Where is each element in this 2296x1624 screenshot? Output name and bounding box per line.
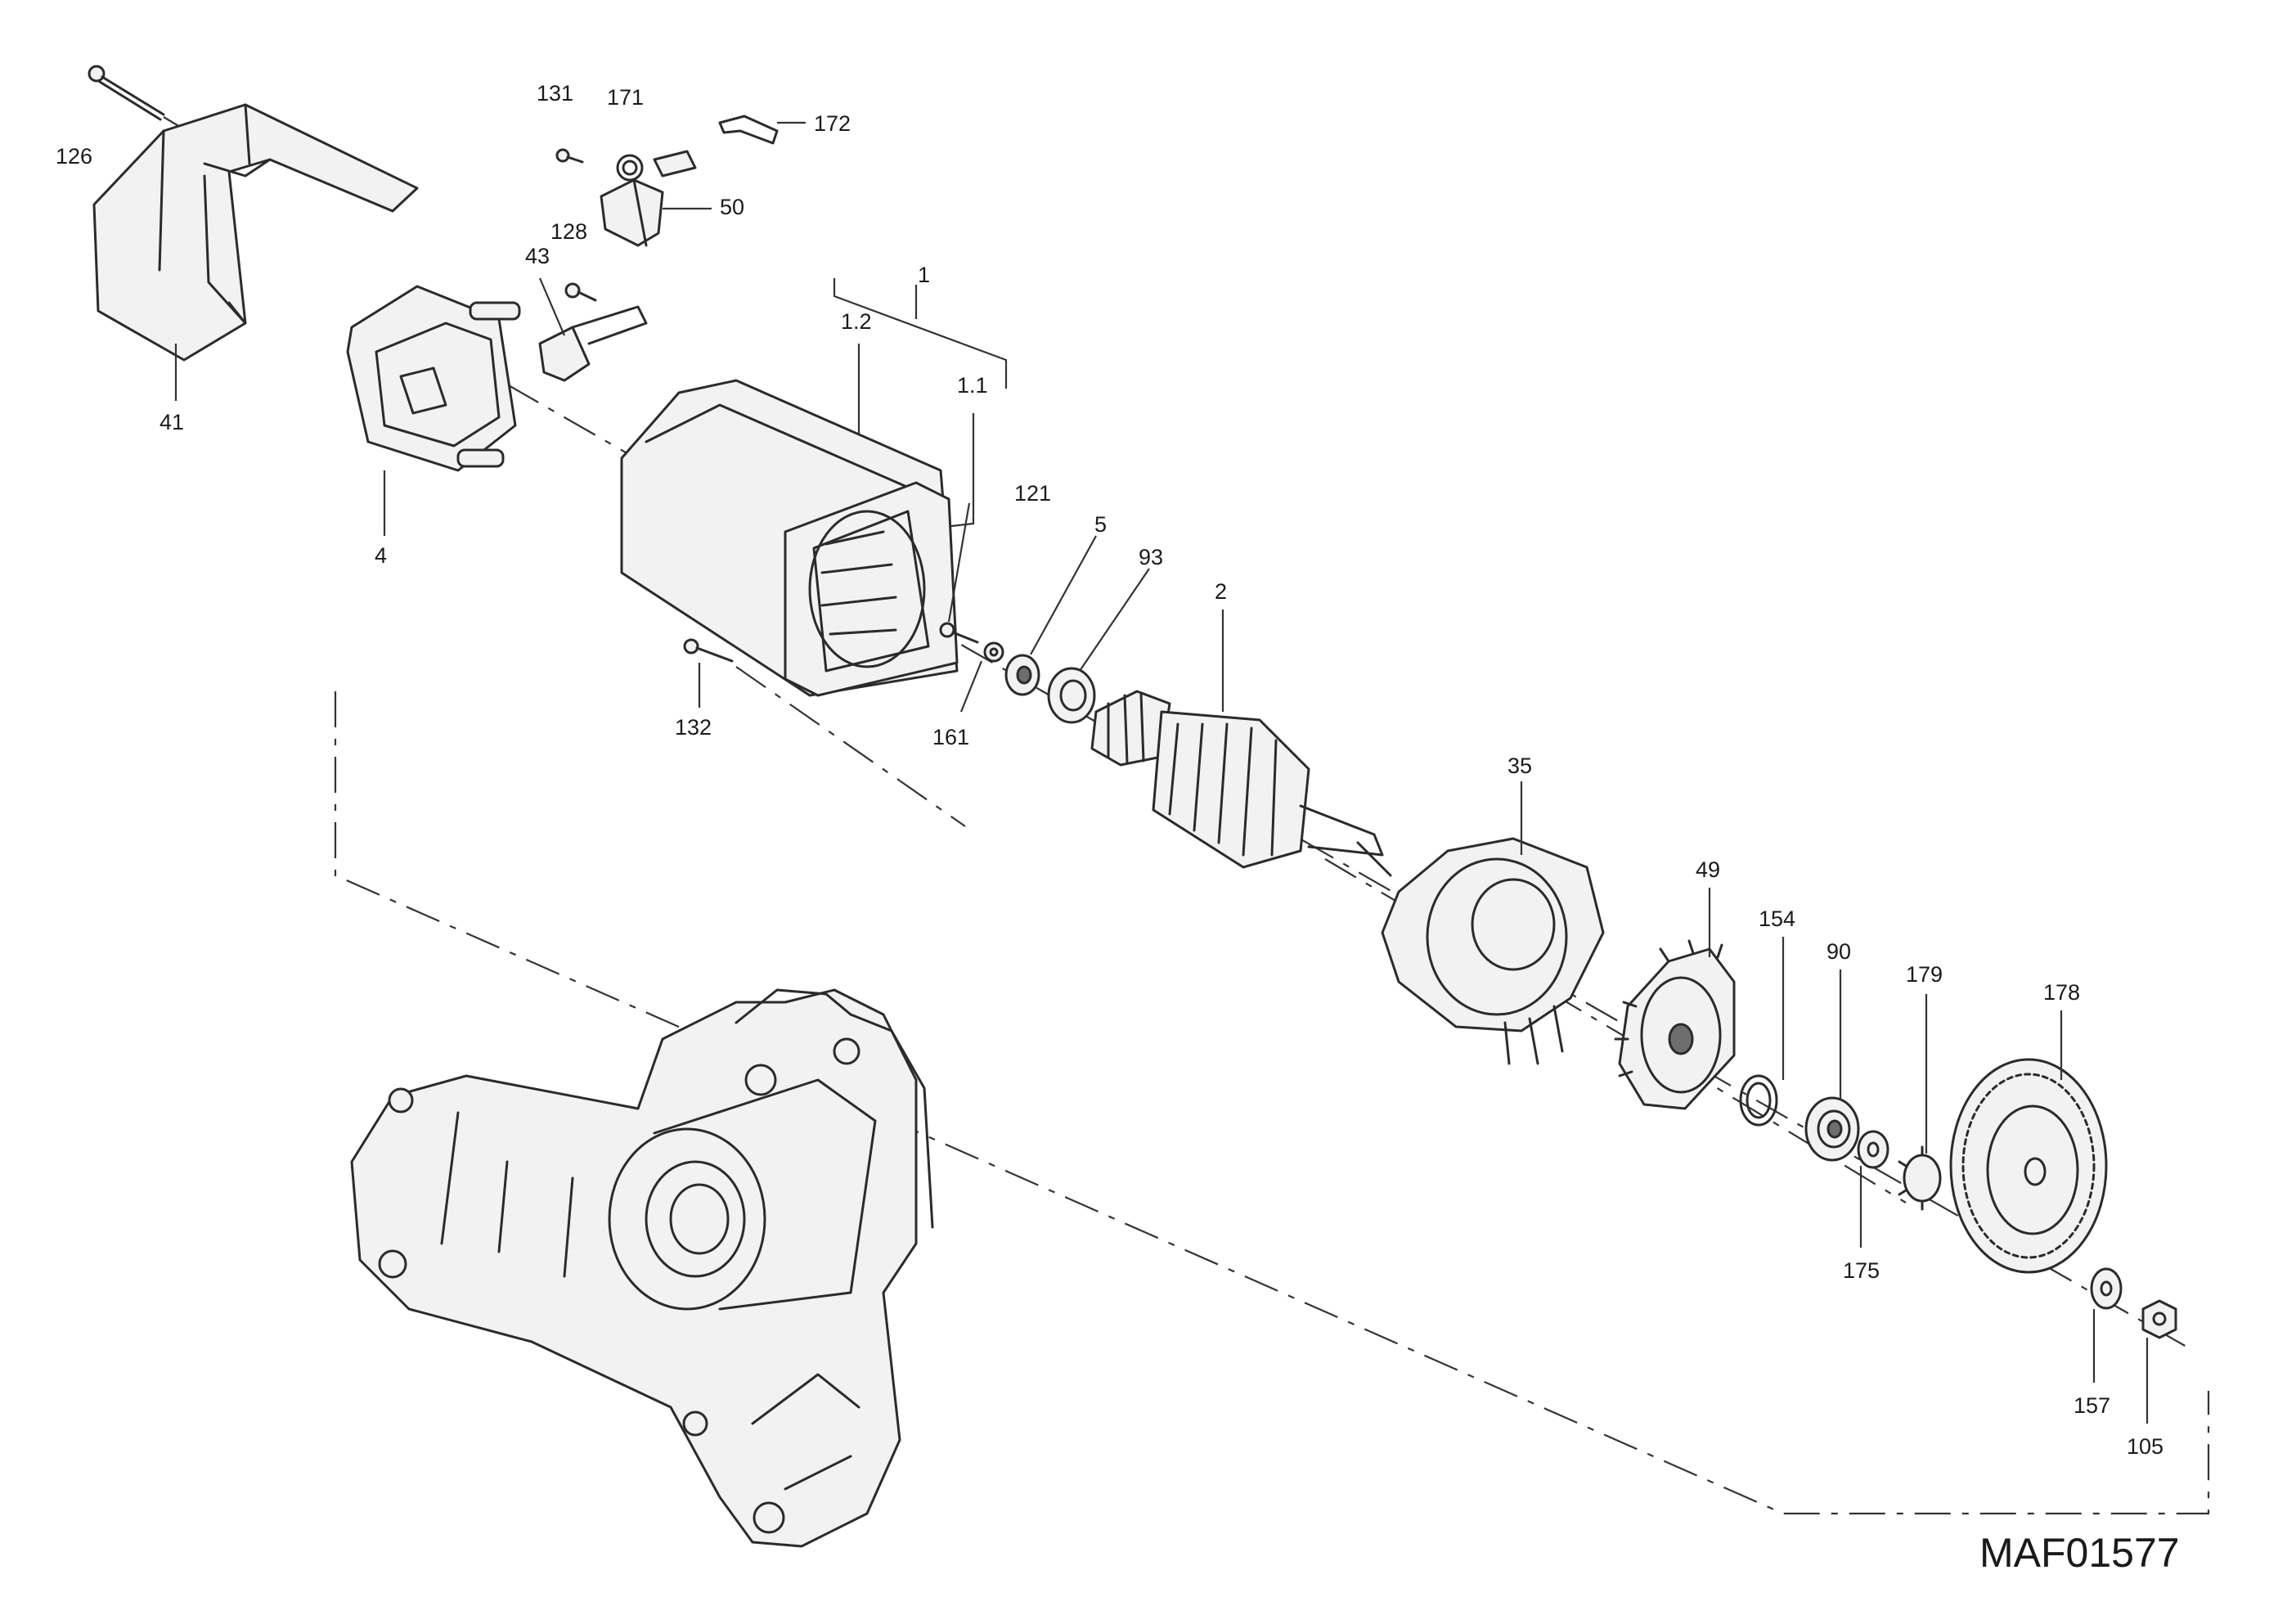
part-175-washer (1857, 1130, 1889, 1248)
callout-154: 154 (1759, 906, 1795, 931)
part-35-baffle-plate (1381, 781, 1605, 1065)
callout-132: 132 (675, 715, 712, 740)
callout-179: 179 (1906, 962, 1943, 987)
part-154-retaining-ring (1739, 937, 1785, 1127)
callout-161: 161 (932, 725, 969, 749)
carbon-brush (653, 150, 697, 178)
callout-2: 2 (1215, 579, 1227, 604)
callout-1-2: 1.2 (841, 309, 872, 334)
callout-126: 126 (56, 144, 92, 169)
part-5-bushing (1004, 535, 1097, 696)
callout-5: 5 (1094, 512, 1107, 537)
part-128-screw (564, 282, 597, 302)
callout-128: 128 (550, 219, 587, 244)
callout-50: 50 (720, 195, 744, 219)
callout-93: 93 (1139, 545, 1163, 569)
part-93-ball-bearing (1047, 568, 1150, 724)
callout-labels: 126 41 4 43 128 131 171 172 50 1 1.2 1.1… (56, 81, 2163, 1459)
part-172-plate (718, 115, 806, 145)
part-131-screw (555, 148, 584, 164)
part-4-switch (346, 285, 521, 536)
part-126-screw (88, 65, 181, 128)
part-50-carbon-brush-holder (600, 178, 712, 247)
callout-41: 41 (160, 410, 184, 434)
callout-1: 1 (918, 263, 930, 287)
callout-90: 90 (1826, 939, 1851, 964)
drawing-code: MAF01577 (1979, 1530, 2180, 1576)
callout-49: 49 (1696, 857, 1720, 882)
callout-1-1: 1.1 (957, 373, 988, 398)
part-1-1-field-coil (808, 510, 926, 668)
part-90-ball-bearing (1804, 969, 1860, 1162)
callout-178: 178 (2043, 980, 2080, 1005)
callout-175: 175 (1843, 1258, 1880, 1283)
part-179-pinion-gear (1898, 994, 1942, 1211)
callout-43: 43 (525, 244, 550, 268)
callout-171: 171 (607, 85, 644, 110)
part-132-screw (683, 638, 734, 708)
callout-172: 172 (814, 111, 851, 136)
callout-157: 157 (2074, 1393, 2110, 1418)
part-1-2-field-housing (620, 379, 959, 697)
part-41-cover (92, 103, 419, 401)
callout-35: 35 (1507, 754, 1532, 778)
part-2-armature (1090, 610, 1392, 877)
part-161-washer (959, 641, 1004, 713)
part-178-bevel-gear (1949, 1010, 2108, 1274)
part-157-washer (2090, 1267, 2123, 1383)
part-105-nut (2141, 1299, 2177, 1424)
callout-131: 131 (537, 81, 573, 106)
callout-4: 4 (375, 543, 387, 568)
gear-housing (350, 988, 934, 1548)
callout-121: 121 (1014, 481, 1051, 506)
part-171-spring (616, 154, 644, 182)
part-43-brush-holder (538, 277, 648, 382)
part-121-screw (939, 502, 979, 644)
callout-105: 105 (2127, 1434, 2163, 1459)
part-49-fan (1614, 888, 1736, 1110)
